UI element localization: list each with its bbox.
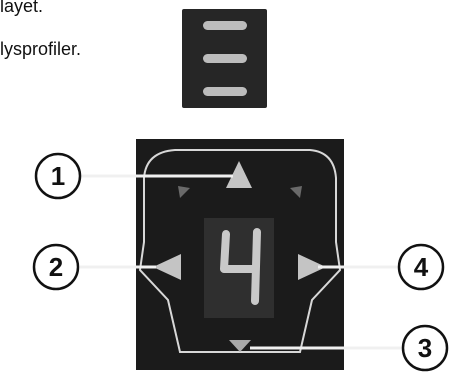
up-right-arrow-icon[interactable] (290, 186, 302, 198)
callout-4-label: 4 (414, 252, 429, 282)
down-arrow-icon[interactable] (229, 340, 251, 352)
segment-bottom (203, 87, 247, 96)
callout-3: 3 (401, 324, 449, 372)
text-line-1: layet. (0, 0, 44, 16)
up-left-arrow-icon[interactable] (178, 186, 190, 198)
segment-middle (203, 54, 247, 63)
right-arrow-icon[interactable] (298, 254, 326, 280)
left-arrow-icon[interactable] (153, 254, 181, 280)
callout-1-label: 1 (51, 161, 65, 191)
callout-3-label: 3 (418, 333, 432, 363)
callout-4: 4 (397, 243, 445, 291)
callout-2: 2 (32, 243, 80, 291)
segment-display-top (182, 9, 267, 108)
callout-2-label: 2 (49, 252, 63, 282)
control-outline (138, 149, 342, 353)
up-arrow-icon[interactable] (226, 161, 252, 188)
text-line-2: lysprofiler. (0, 39, 82, 59)
segment-top (203, 21, 247, 30)
callout-1: 1 (34, 152, 82, 200)
digit-four-shape (220, 228, 261, 305)
